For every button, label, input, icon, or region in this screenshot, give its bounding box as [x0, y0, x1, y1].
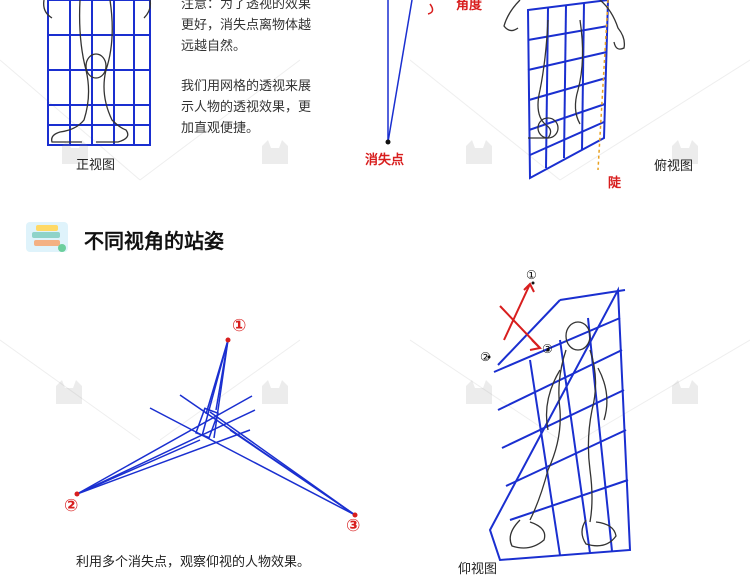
watermark-logo-icon	[258, 138, 292, 166]
note-line: 远越自然。	[181, 39, 247, 54]
top-view-caption: 俯视图	[654, 159, 694, 174]
vanishing-point-diagram	[385, 0, 434, 145]
axis-2-label: ②	[480, 350, 491, 364]
watermark-pattern	[0, 59, 750, 441]
vanishing-point-2-label: ②	[64, 496, 79, 516]
grid-line: 我们用网格的透视来展	[181, 79, 312, 94]
watermark-logo-icon	[58, 138, 92, 166]
section-title: 不同视角的站姿	[84, 229, 224, 253]
axis-1-label: ①	[526, 268, 537, 282]
vanishing-point-label: 消失点	[365, 153, 405, 168]
note-line: 注意：为了透视的效果	[181, 0, 312, 12]
steep-label: 陡	[608, 176, 622, 191]
front-view-caption: 正视图	[76, 158, 116, 173]
low-angle-view-figure	[487, 281, 632, 562]
multi-vanishing-caption: 利用多个消失点，观察仰视的人物效果。	[76, 555, 311, 570]
vanishing-point-dot	[385, 139, 391, 145]
top-view-figure	[503, 0, 626, 180]
low-angle-view-caption: 仰视图	[458, 562, 498, 577]
axis-3-label: ③	[542, 342, 553, 356]
grid-line: 加直观便捷。	[181, 121, 260, 136]
watermark-logo-icon	[668, 138, 702, 166]
grid-line: 示人物的透视效果，更	[181, 100, 312, 115]
note-line: 更好，消失点离物体越	[181, 18, 312, 33]
stack-books-icon	[26, 222, 68, 252]
watermark-logo-icon	[52, 378, 86, 406]
front-view-figure	[43, 0, 152, 146]
perspective-note: 注意：为了透视的效果 更好，消失点离物体越 远越自然。	[181, 0, 331, 57]
angle-arc-icon	[427, 3, 434, 15]
watermark-logo-icon	[462, 378, 496, 406]
vanishing-point-1-label: ①	[232, 316, 247, 336]
watermark-logo-icon	[462, 138, 496, 166]
watermark-logo-icon	[668, 378, 702, 406]
angle-label: 角度	[456, 0, 483, 13]
three-point-perspective-diagram	[74, 337, 358, 518]
grid-explanation: 我们用网格的透视来展 示人物的透视效果，更 加直观便捷。	[181, 76, 331, 139]
vanishing-point-3-label: ③	[346, 516, 361, 536]
watermark-logo-icon	[258, 378, 292, 406]
